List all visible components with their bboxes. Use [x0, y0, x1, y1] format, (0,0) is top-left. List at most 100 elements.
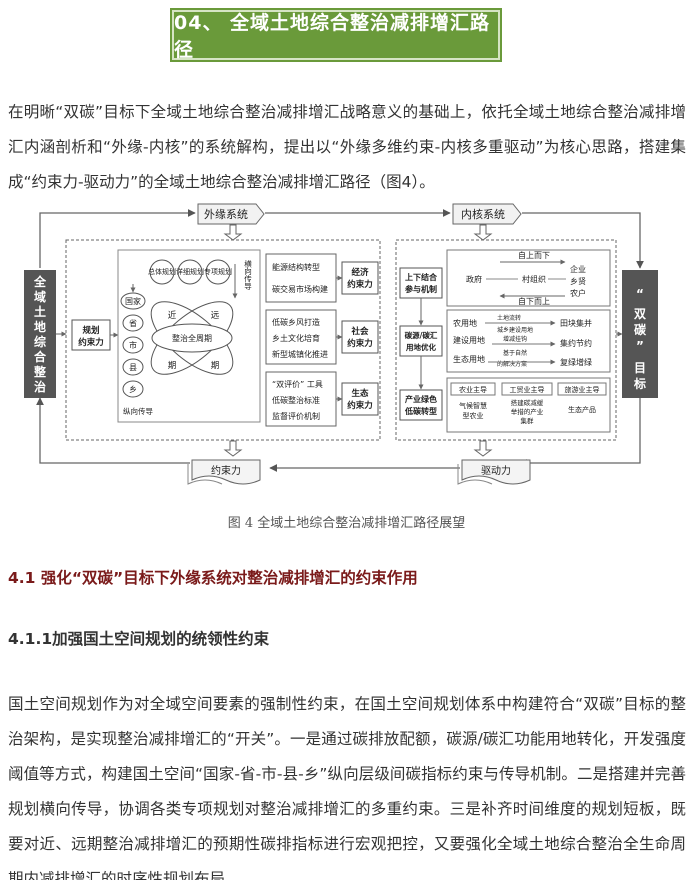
section-heading-4-1-1: 4.1.1加强国土空间规划的统领性约束	[8, 630, 270, 648]
near-label: 近	[168, 310, 177, 321]
level-label: 县	[129, 363, 137, 372]
banner-title: 04、 全域土地综合整治减排增汇路径	[174, 12, 491, 61]
participation-mechanism: 上下结合 参与机制 自上而下 自下而上 政府 村组织 企业 乡贤 农户	[399, 249, 611, 307]
body-paragraph: 国土空间规划作为对全域空间要素的强制性约束，在国土空间规划体系中构建符合“双碳”…	[8, 695, 686, 880]
econ-item: 碳交易市场构建	[272, 284, 328, 294]
note: 增减挂钩	[503, 335, 527, 343]
level-label: 省	[129, 318, 137, 328]
industry-body: 集群	[521, 416, 535, 425]
industry-l2: 低碳转型	[404, 406, 437, 416]
land-type: 生态用地	[453, 354, 485, 364]
horizontal-transmission: 横向传导	[243, 259, 252, 291]
actor-farmer: 农户	[570, 288, 586, 298]
outer-system-panel	[65, 239, 381, 441]
effect: 复绿增绿	[560, 357, 592, 367]
industry-l1: 产业绿色	[405, 394, 437, 404]
social-item: 乡土文化培育	[272, 333, 320, 343]
econ-item: 能源结构转型	[272, 262, 320, 272]
note: 基于自然	[503, 349, 527, 357]
eco-item: 监督评价机制	[272, 411, 320, 421]
actor-rural-capital: 乡贤	[570, 277, 586, 286]
social-item: 新型城镇化推进	[272, 349, 328, 359]
note: 的解决方案	[497, 360, 527, 368]
social-l2: 约束力	[347, 338, 373, 349]
carbon-sink-optimization: 碳源/碳汇 用地优化 农用地 建设用地 生态用地 土地流转 城乡建设用地 增减挂…	[399, 309, 611, 373]
driving-force-label: 驱动力	[457, 459, 531, 485]
left-bar-char: 地	[34, 319, 46, 334]
social-item: 低碳乡风打造	[272, 317, 320, 327]
eco-item: “双评价” 工具	[272, 380, 323, 389]
driving-force-text: 驱动力	[481, 464, 511, 477]
planning-constraint: 规划 约束力	[71, 319, 111, 351]
right-bar-char: 碳	[634, 322, 647, 337]
inner-system-text: 内核系统	[461, 207, 505, 221]
left-bar-char: 合	[34, 349, 47, 364]
eco-l1: 生态	[351, 388, 369, 399]
lifecycle-label: 整治全周期	[172, 333, 212, 343]
inner-system-panel	[395, 239, 617, 441]
right-bar-char: 目	[634, 361, 646, 375]
eco-l2: 约束力	[347, 400, 373, 411]
right-bar-char: 双	[634, 307, 646, 321]
far-label: 远	[211, 311, 220, 321]
left-bar-char: 全	[33, 274, 47, 289]
sink-l2: 用地优化	[406, 342, 436, 352]
section-banner: 04、 全域土地综合整治减排增汇路径	[170, 8, 502, 62]
industry-body: 生态产品	[568, 405, 596, 414]
effect: 田块集并	[560, 318, 592, 328]
effect: 集约节约	[560, 338, 592, 348]
bottom-up: 自下而上	[518, 296, 550, 306]
outer-system-label: 外缘系统	[197, 203, 265, 225]
combine-l2: 参与机制	[404, 284, 437, 294]
period-label-right: 期	[211, 361, 220, 371]
industry-body: 举措的产业	[511, 407, 544, 416]
right-bar-char: ”	[636, 339, 644, 353]
left-bar-land-consolidation: 全 域 土 地 综 合 整 治	[24, 270, 56, 398]
inner-system-label: 内核系统	[452, 203, 522, 225]
industry-body: 搭建碳减缓	[511, 398, 544, 407]
eco-item: 低碳整治标准	[272, 395, 320, 405]
plan-type-label: 详细规划	[176, 267, 204, 276]
social-l1: 社会	[350, 326, 369, 337]
plan-l1: 规划	[82, 325, 99, 336]
actor-enterprise: 企业	[570, 264, 586, 274]
note: 土地流转	[497, 314, 521, 322]
figure-caption: 图 4 全域土地综合整治减排增汇路径展望	[227, 516, 466, 531]
level-label: 乡	[129, 385, 137, 394]
left-bar-char: 域	[34, 289, 46, 304]
constraint-force-label: 约束力	[187, 459, 261, 485]
industry-body: 型农业	[463, 411, 484, 420]
industry-transition: 产业绿色 低碳转型 农业主导 工贸业主导 旅游业主导 气候智慧 型农业 搭建碳减…	[399, 377, 611, 433]
actor-village: 村组织	[522, 274, 546, 284]
left-bar-char: 综	[34, 334, 46, 349]
period-label-left: 期	[168, 361, 177, 371]
plan-l2: 约束力	[78, 337, 104, 348]
level-label: 国家	[125, 296, 141, 306]
outer-system-text: 外缘系统	[204, 208, 248, 221]
combine-l1: 上下结合	[405, 272, 438, 282]
sink-l1: 碳源/碳汇	[405, 330, 438, 340]
intro-paragraph: 在明晰“双碳”目标下全域土地综合整治减排增汇战略意义的基础上，依托全域土地综合整…	[8, 103, 686, 191]
econ-l2: 约束力	[347, 279, 373, 290]
constraint-labels: 经济 约束力 社会 约束力 生态 约束力	[341, 261, 379, 416]
level-label: 市	[129, 340, 137, 350]
top-down: 自上而下	[518, 250, 550, 260]
plan-type-label: 专项规划	[204, 267, 232, 276]
actor-gov: 政府	[466, 274, 482, 284]
lifecycle-petals	[150, 301, 234, 375]
right-bar-char: “	[636, 287, 644, 301]
left-bar-char: 土	[34, 304, 46, 319]
outer-loop-arrows	[36, 209, 644, 472]
land-type: 建设用地	[453, 335, 485, 345]
note: 城乡建设用地	[497, 326, 533, 334]
industry-head: 工贸业主导	[510, 385, 545, 394]
vertical-transmission: 纵向传导	[123, 406, 153, 416]
econ-l1: 经济	[351, 267, 369, 278]
section-heading-4-1: 4.1 强化“双碳”目标下外缘系统对整治减排增汇的约束作用	[8, 569, 418, 587]
industry-head: 旅游业主导	[565, 385, 600, 394]
right-bar-char: 标	[633, 376, 646, 391]
constraint-force-text: 约束力	[211, 464, 241, 477]
plan-type-label: 总体规划	[148, 267, 176, 276]
land-type: 农用地	[453, 318, 477, 328]
pathway-diagram: 外缘系统 内核系统 全 域 土 地 综 合 整 治 “ 双 碳 ” 目 标 规划…	[24, 203, 658, 485]
